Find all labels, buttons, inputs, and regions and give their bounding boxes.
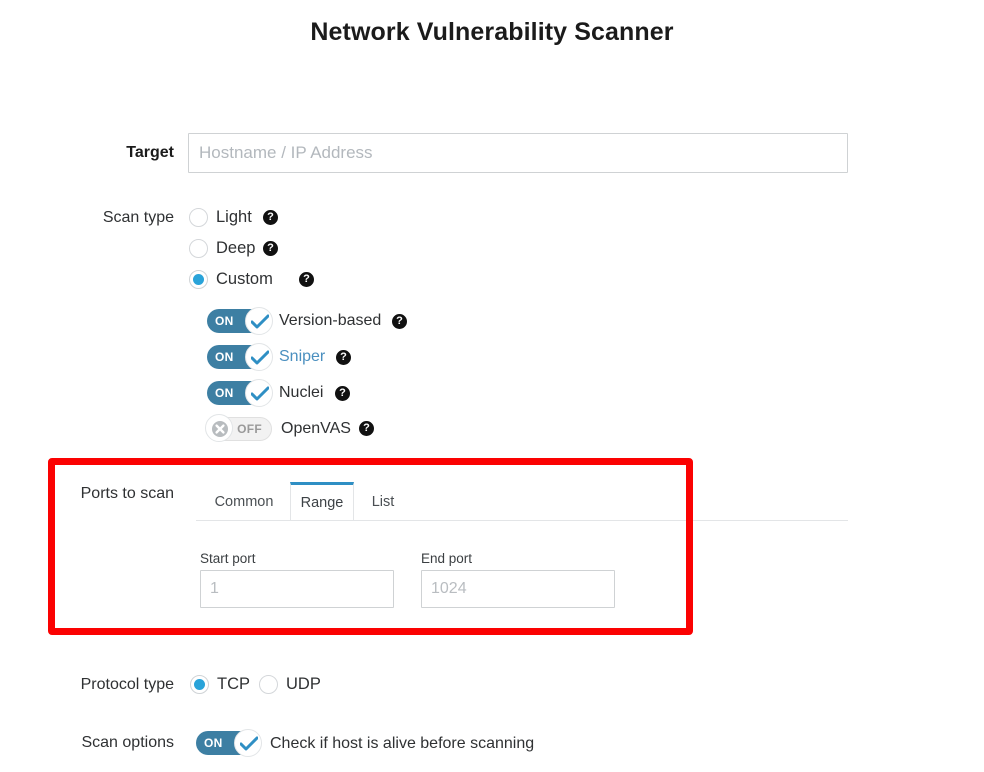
page-title: Network Vulnerability Scanner <box>310 18 674 46</box>
help-icon-version-based[interactable]: ? <box>392 314 407 329</box>
toggle-nuclei[interactable]: ON <box>207 379 273 407</box>
toggle-version-based[interactable]: ON <box>207 307 273 335</box>
help-icon-nuclei[interactable]: ? <box>335 386 350 401</box>
x-icon-openvas <box>205 414 233 442</box>
radio-label-custom: Custom <box>216 270 273 288</box>
toggle-state-openvas: OFF <box>237 422 262 436</box>
toggle-label-host-alive-check: Check if host is alive before scanning <box>270 735 535 752</box>
target-label: Target <box>126 144 174 161</box>
check-icon-sniper <box>245 343 273 371</box>
tab-range[interactable]: Range <box>290 482 354 520</box>
toggle-host-alive-check[interactable]: ON <box>196 729 262 757</box>
check-icon-version-based <box>245 307 273 335</box>
end-port-caption: End port <box>421 551 473 566</box>
radio-scan-type-light[interactable] <box>189 208 208 227</box>
help-icon-light[interactable]: ? <box>263 210 278 225</box>
protocol-type-label: Protocol type <box>80 676 174 693</box>
toggle-state-nuclei: ON <box>215 386 234 400</box>
help-icon-sniper[interactable]: ? <box>336 350 351 365</box>
toggle-state-host-alive-check: ON <box>204 736 223 750</box>
radio-protocol-udp[interactable] <box>259 675 278 694</box>
radio-scan-type-deep[interactable] <box>189 239 208 258</box>
target-input[interactable] <box>188 133 848 173</box>
toggle-label-sniper[interactable]: Sniper <box>279 348 326 365</box>
check-icon-host-alive-check <box>234 729 262 757</box>
tab-common[interactable]: Common <box>214 494 274 510</box>
radio-label-deep: Deep <box>216 239 256 257</box>
help-icon-deep[interactable]: ? <box>263 241 278 256</box>
toggle-sniper[interactable]: ON <box>207 343 273 371</box>
toggle-label-openvas: OpenVAS <box>281 420 351 437</box>
start-port-input[interactable] <box>200 570 394 608</box>
radio-protocol-tcp[interactable] <box>190 675 209 694</box>
scan-type-label: Scan type <box>102 209 174 226</box>
help-icon-custom[interactable]: ? <box>299 272 314 287</box>
start-port-caption: Start port <box>200 551 256 566</box>
radio-label-light: Light <box>216 208 252 226</box>
tabs-baseline <box>196 520 848 521</box>
toggle-label-version-based: Version-based <box>279 312 382 329</box>
scan-options-label: Scan options <box>81 734 174 751</box>
help-icon-openvas[interactable]: ? <box>359 421 374 436</box>
check-icon-nuclei <box>245 379 273 407</box>
radio-label-tcp: TCP <box>217 675 250 693</box>
ports-to-scan-label: Ports to scan <box>80 485 174 502</box>
radio-scan-type-custom[interactable] <box>189 270 208 289</box>
toggle-openvas[interactable]: OFF <box>205 414 272 442</box>
toggle-state-sniper: ON <box>215 350 234 364</box>
toggle-label-nuclei: Nuclei <box>279 384 324 401</box>
end-port-input[interactable] <box>421 570 615 608</box>
toggle-state-version-based: ON <box>215 314 234 328</box>
radio-label-udp: UDP <box>286 675 321 693</box>
tab-list[interactable]: List <box>371 494 395 510</box>
